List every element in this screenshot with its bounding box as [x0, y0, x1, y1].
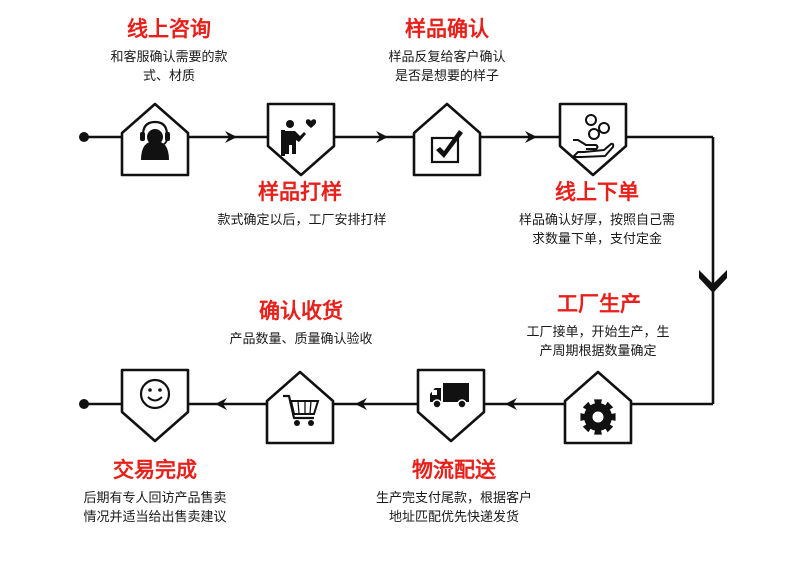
step-production-title: 工厂生产: [557, 292, 641, 316]
arrow-left: [355, 398, 367, 410]
step-sample-make-desc-line: 款式确定以后，工厂安排打样: [217, 213, 387, 228]
checkbox-icon: [430, 130, 463, 164]
step-logistics-desc: 生产完支付尾款，根据客户 地址匹配优先快递发货: [344, 489, 564, 527]
step-done-desc-line: 后期有专人回访产品售卖: [83, 491, 227, 506]
step-order-desc: 样品确认好厚，按照自己需 求数量下单，支付定金: [487, 211, 707, 249]
arrow-right: [525, 131, 537, 143]
step-order-desc-line: 求数量下单，支付定金: [531, 232, 662, 247]
step-production-desc: 工厂接单，开始生产，生 产周期根据数量确定: [493, 323, 703, 361]
step-logistics-badge: [416, 368, 486, 443]
truck-icon: [430, 383, 469, 409]
step-production-badge: [563, 370, 633, 445]
step-receive-badge: [265, 370, 335, 445]
coins-hand-icon: [572, 114, 615, 158]
step-production-desc-line: 产周期根据数量确定: [539, 344, 657, 359]
gear-icon: [580, 399, 616, 435]
step-receive-desc: 产品数量、质量确认验收: [196, 330, 406, 349]
step-done-desc-line: 情况并适当给出售卖建议: [83, 510, 227, 525]
step-consult-badge: [120, 102, 190, 177]
start-dot: [79, 132, 89, 142]
step-consult-desc: 和客服确认需要的款 式、材质: [64, 48, 274, 86]
smiley-icon: [139, 378, 171, 410]
step-sample-confirm-desc: 样品反复给客户确认 是否是想要的样子: [342, 48, 552, 86]
step-consult-desc-line: 和客服确认需要的款: [110, 50, 228, 65]
step-consult-desc-line: 式、材质: [142, 69, 195, 84]
step-sample-confirm-desc-line: 样品反复给客户确认: [388, 50, 506, 65]
step-done-title: 交易完成: [113, 458, 197, 482]
step-logistics-desc-line: 生产完支付尾款，根据客户: [375, 491, 532, 506]
step-sample-make-desc: 款式确定以后，工厂安排打样: [190, 211, 414, 230]
arrow-left: [505, 398, 517, 410]
step-sample-make-title: 样品打样: [258, 180, 342, 204]
step-logistics-desc-line: 地址匹配优先快递发货: [388, 510, 519, 525]
arrow-right: [376, 131, 388, 143]
step-done-desc: 后期有专人回访产品售卖 情况并适当给出售卖建议: [50, 489, 260, 527]
presenter-icon: [281, 119, 317, 156]
step-sample-confirm-title: 样品确认: [405, 17, 489, 41]
arrow-right: [225, 131, 237, 143]
step-production-desc-line: 工厂接单，开始生产，生: [526, 325, 670, 340]
arrow-left: [215, 398, 227, 410]
step-sample-make-badge: [266, 102, 336, 177]
step-receive-desc-line: 产品数量、质量确认验收: [229, 332, 373, 347]
step-order-badge: [558, 102, 628, 177]
step-order-desc-line: 样品确认好厚，按照自己需: [518, 213, 675, 228]
step-receive-title: 确认收货: [259, 299, 343, 323]
headset-agent-icon: [140, 120, 170, 160]
step-sample-confirm-desc-line: 是否是想要的样子: [394, 69, 499, 84]
step-order-title: 线上下单: [555, 180, 639, 204]
shopping-cart-icon: [283, 394, 320, 426]
step-logistics-title: 物流配送: [412, 458, 496, 482]
step-done-badge: [120, 368, 190, 443]
step-consult-title: 线上咨询: [127, 17, 211, 41]
arrow-down-chevron: [699, 270, 727, 293]
end-dot: [79, 399, 89, 409]
step-sample-confirm-badge: [412, 102, 482, 177]
